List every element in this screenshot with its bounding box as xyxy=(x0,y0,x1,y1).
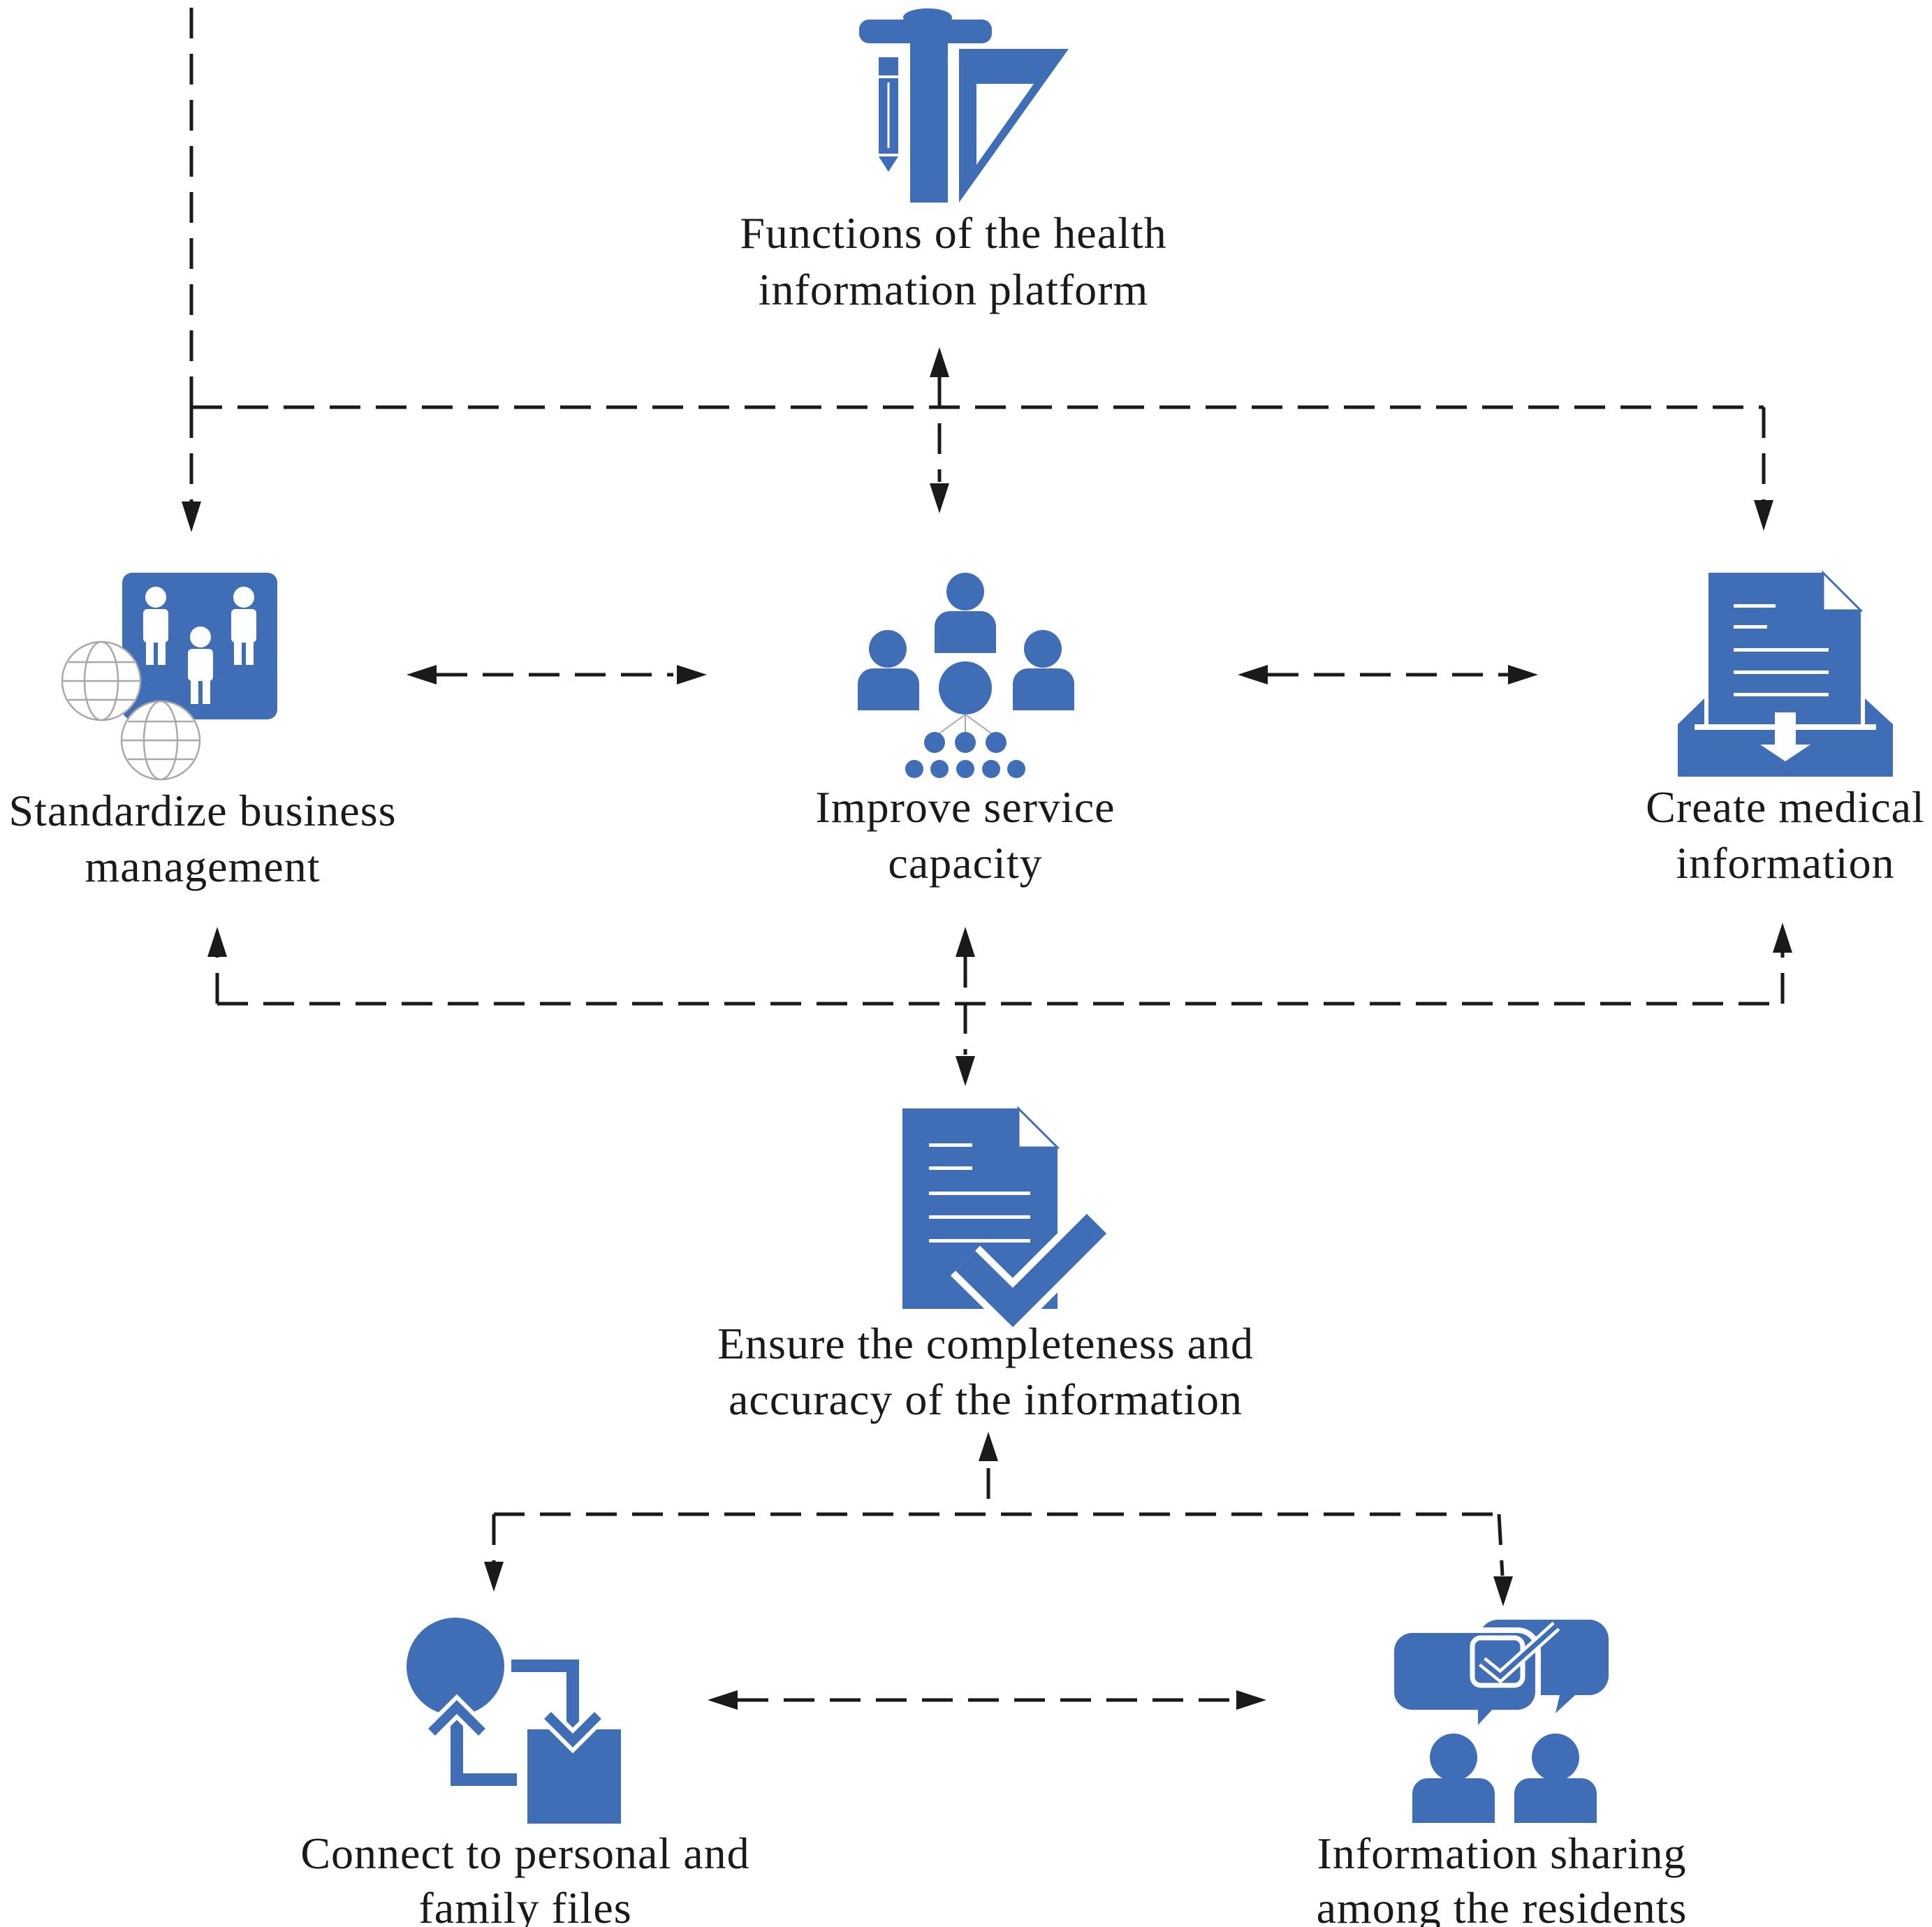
improve-label-line2: capacity xyxy=(888,838,1042,888)
arrow-left-to-connect xyxy=(708,1690,738,1710)
functions-label-line1: Functions of the health xyxy=(740,208,1166,258)
create-label-line2: information xyxy=(1676,838,1894,888)
ensure-label-line2: accuracy of the information xyxy=(729,1375,1243,1424)
sharing-label-line1: Information sharing xyxy=(1317,1829,1686,1878)
create-label-line1: Create medical xyxy=(1646,782,1925,832)
arrow-down-to-improve xyxy=(930,483,949,513)
team-hierarchy-icon xyxy=(858,573,1074,778)
arrow-right-to-improve-a xyxy=(677,665,707,684)
arrow-right-to-create xyxy=(1508,665,1538,684)
functions-label-line2: information platform xyxy=(759,265,1149,314)
arrow-down-to-ensure xyxy=(956,1056,975,1086)
ensure-label-line1: Ensure the completeness and xyxy=(717,1319,1254,1368)
document-check-icon xyxy=(902,1106,1112,1338)
arrow-up-to-functions xyxy=(930,347,949,377)
standardize-label-line2: management xyxy=(85,842,321,891)
people-globe-icon xyxy=(61,573,277,781)
connectors xyxy=(182,0,1792,1710)
arrow-left-to-improve-b xyxy=(1238,665,1268,684)
chat-people-icon xyxy=(1389,1620,1609,1823)
connect-label-line2: family files xyxy=(418,1883,631,1927)
arrow-up-to-standardize xyxy=(207,927,227,957)
connect-label-line1: Connect to personal and xyxy=(300,1829,749,1878)
sharing-label-line2: among the residents xyxy=(1317,1883,1688,1927)
standardize-label-line1: Standardize business xyxy=(9,786,397,835)
improve-label-line1: Improve service xyxy=(815,782,1115,832)
cycle-flow-icon xyxy=(407,1618,621,1824)
ruler-pencil-triangle-icon xyxy=(859,8,1069,203)
arrow-up-to-improve xyxy=(956,927,975,957)
arrow-up-to-ensure xyxy=(979,1432,998,1461)
arrow-right-to-sharing xyxy=(1236,1690,1266,1710)
arrow-left-to-standardize xyxy=(407,665,437,684)
arrow-up-to-create xyxy=(1773,923,1792,953)
arrow-down-to-standardize xyxy=(182,501,201,532)
arrow-down-to-sharing xyxy=(1493,1576,1513,1606)
arrow-down-to-connect xyxy=(484,1562,504,1592)
document-inbox-icon xyxy=(1678,570,1893,777)
arrow-down-to-create xyxy=(1754,500,1773,531)
